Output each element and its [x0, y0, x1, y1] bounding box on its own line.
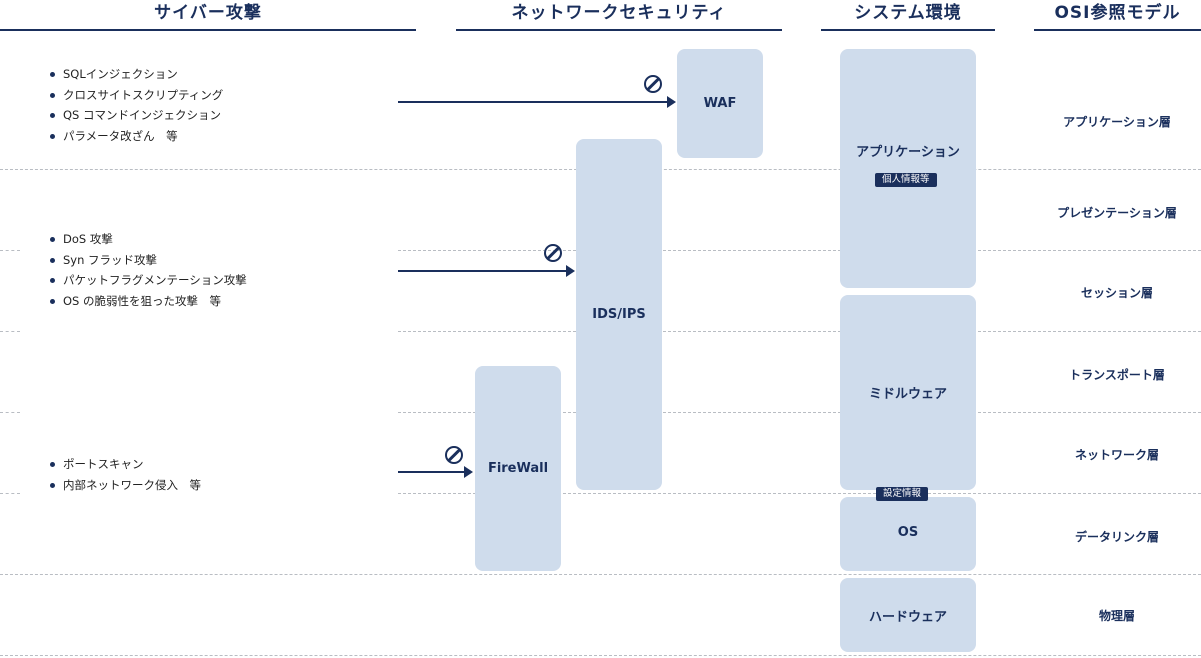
firewall-label: FireWall — [487, 461, 549, 476]
layer-separator — [0, 331, 20, 332]
attack-item: ポートスキャン — [49, 454, 201, 475]
attack-list-application: SQLインジェクション クロスサイトスクリプティング QS コマンドインジェクシ… — [49, 64, 223, 146]
layer-separator — [398, 493, 1201, 494]
layer-separator — [398, 412, 1201, 413]
os-box: OS — [840, 497, 976, 571]
attack-item: クロスサイトスクリプティング — [49, 85, 223, 106]
attack-item: DoS 攻撃 — [49, 229, 247, 250]
firewall-box: FireWall — [475, 366, 561, 571]
attack-item: OS の脆弱性を狙った攻撃 等 — [49, 291, 247, 312]
attack-arrow-to-waf — [398, 96, 676, 108]
header-underline — [0, 29, 416, 31]
layer-separator — [0, 655, 1201, 656]
waf-box: WAF — [677, 49, 763, 158]
application-label: アプリケーション — [856, 145, 960, 160]
header-osi-model: OSI参照モデル — [1034, 0, 1201, 32]
ids-ips-box: IDS/IPS — [576, 139, 662, 490]
hardware-box: ハードウェア — [840, 578, 976, 652]
header-system-environment: システム環境 — [821, 0, 995, 32]
attack-arrow-to-firewall — [398, 466, 473, 478]
header-underline — [456, 29, 782, 31]
osi-layer-session: セッション層 — [1080, 286, 1153, 300]
osi-layer-datalink: データリンク層 — [1074, 530, 1159, 544]
osi-layer-physical: 物理層 — [1098, 609, 1135, 623]
layer-separator — [0, 250, 20, 251]
attack-item: パラメータ改ざん 等 — [49, 126, 223, 147]
waf-label: WAF — [703, 96, 737, 111]
attack-arrow-to-ids-ips — [398, 265, 575, 277]
attack-item: QS コマンドインジェクション — [49, 105, 223, 126]
osi-layer-transport: トランスポート層 — [1069, 368, 1165, 382]
middleware-box: ミドルウェア — [840, 295, 976, 490]
hardware-label: ハードウェア — [868, 609, 947, 625]
header-underline — [1034, 29, 1201, 31]
attack-item: 内部ネットワーク侵入 等 — [49, 475, 201, 496]
osi-layer-network: ネットワーク層 — [1074, 448, 1159, 462]
settings-info-badge: 設定情報 — [876, 487, 929, 501]
attack-item: Syn フラッド攻撃 — [49, 250, 247, 271]
header-underline — [821, 29, 995, 31]
header-osi-model-title: OSI参照モデル — [1054, 3, 1181, 23]
layer-separator — [398, 250, 1201, 251]
ids-ips-label: IDS/IPS — [592, 307, 646, 322]
attack-item: SQLインジェクション — [49, 64, 223, 85]
prohibition-icon — [644, 75, 662, 93]
header-network-security: ネットワークセキュリティ — [456, 0, 782, 32]
os-label: OS — [897, 524, 919, 540]
header-cyber-attack-title: サイバー攻撃 — [154, 3, 262, 23]
header-cyber-attack: サイバー攻撃 — [0, 0, 416, 32]
application-box: アプリケーション — [840, 49, 976, 288]
attack-list-port: ポートスキャン 内部ネットワーク侵入 等 — [49, 454, 201, 495]
layer-separator — [0, 574, 1201, 575]
header-system-environment-title: システム環境 — [854, 3, 962, 23]
osi-layer-application: アプリケーション層 — [1063, 115, 1171, 129]
attack-item: パケットフラグメンテーション攻撃 — [49, 270, 247, 291]
osi-layer-presentation: プレゼンテーション層 — [1057, 206, 1177, 220]
layer-separator — [0, 493, 20, 494]
layer-separator — [398, 331, 1201, 332]
layer-separator — [0, 412, 20, 413]
header-network-security-title: ネットワークセキュリティ — [511, 3, 727, 23]
personal-info-badge: 個人情報等 — [875, 173, 937, 187]
attack-list-network: DoS 攻撃 Syn フラッド攻撃 パケットフラグメンテーション攻撃 OS の脆… — [49, 229, 247, 311]
middleware-label: ミドルウェア — [868, 387, 947, 402]
prohibition-icon — [544, 244, 562, 262]
prohibition-icon — [445, 446, 463, 464]
